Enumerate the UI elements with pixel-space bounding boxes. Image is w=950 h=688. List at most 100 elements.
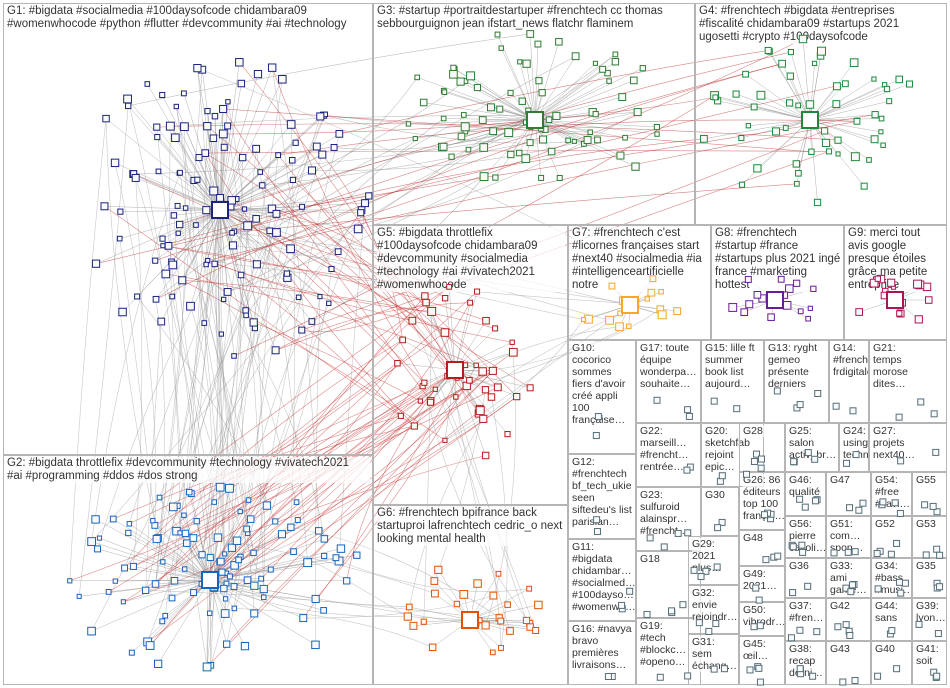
node-g1	[161, 269, 171, 279]
node-g6	[526, 585, 533, 592]
node-g3	[526, 30, 535, 38]
node-g14	[849, 407, 857, 415]
edge	[454, 369, 531, 389]
node-g1	[164, 242, 173, 250]
edge	[534, 41, 560, 121]
node-g5	[441, 295, 449, 302]
node-g3	[439, 142, 448, 151]
node-g5	[481, 451, 490, 460]
node-g23	[674, 529, 682, 537]
node-g2	[226, 573, 233, 580]
node-g7	[644, 296, 650, 302]
node-g3	[440, 115, 447, 122]
edge-bundle	[213, 190, 398, 364]
node-g10	[592, 432, 600, 440]
node-g3	[611, 58, 620, 66]
node-g33	[842, 584, 850, 592]
node-g50	[750, 623, 758, 631]
node-g2	[240, 641, 250, 651]
group-panel-g21: G21: temps morose dites…	[869, 340, 947, 423]
edge-bundle	[254, 133, 340, 586]
node-g1	[266, 227, 274, 235]
group-panel-g28: G28	[739, 423, 785, 472]
edge	[149, 579, 211, 646]
node-g1	[292, 139, 299, 146]
node-g4	[793, 180, 800, 187]
hub-node-g1	[211, 201, 229, 219]
group-panel-g9: G9: merci tout avis google presque étoil…	[844, 225, 947, 340]
edge	[745, 74, 811, 121]
group-panel-g16: G16: #navya bravo premières livraisons…	[568, 621, 636, 685]
node-g3	[535, 77, 543, 85]
node-g5	[442, 437, 448, 443]
node-g6	[473, 579, 482, 588]
node-g30	[718, 518, 726, 526]
node-g1	[202, 206, 211, 215]
edge	[159, 497, 211, 581]
node-g23	[684, 529, 692, 537]
node-g27	[932, 448, 940, 456]
node-g2	[150, 517, 156, 524]
group-label-g9: G9: merci tout avis google presque étoil…	[848, 227, 944, 292]
edge	[219, 108, 224, 211]
node-g33	[847, 588, 855, 596]
edge	[454, 369, 486, 456]
node-g19	[684, 672, 692, 680]
node-g2	[222, 551, 228, 557]
edge	[809, 78, 875, 121]
node-g39	[915, 620, 923, 628]
group-panel-g1: G1: #bigdata #socialmedia #100daysofcode…	[3, 3, 373, 455]
node-g8	[777, 275, 785, 283]
node-g1	[168, 260, 178, 270]
node-g53	[936, 551, 944, 559]
node-g1	[177, 169, 183, 176]
group-panel-g45: G45: œil…	[739, 636, 785, 685]
node-g3	[496, 105, 504, 113]
group-label-g5: G5: #bigdata throttlefix #100daysofcode …	[377, 227, 565, 292]
edge	[219, 148, 257, 211]
edge-bundle	[334, 132, 509, 151]
edge-bundle	[123, 396, 517, 603]
node-g4	[712, 94, 719, 101]
edge	[417, 77, 536, 121]
edge-bundle	[156, 123, 839, 141]
node-g12	[593, 528, 601, 536]
node-g54	[896, 509, 904, 517]
edge-bundle	[248, 329, 303, 501]
node-g2	[159, 618, 166, 625]
node-g1	[278, 75, 287, 84]
node-g2	[87, 626, 96, 636]
edge	[219, 209, 288, 274]
node-g3	[450, 64, 457, 71]
group-panel-g51: G51: com… spon…	[826, 516, 871, 558]
node-g3	[639, 65, 646, 72]
edge	[809, 83, 910, 121]
node-g5	[481, 386, 490, 394]
node-g2	[181, 566, 188, 572]
edge-bundle	[209, 148, 257, 614]
node-g1	[173, 103, 179, 110]
node-g8	[805, 315, 811, 322]
edge	[444, 298, 456, 371]
node-g2	[315, 527, 323, 535]
node-g3	[504, 128, 514, 138]
node-g6	[409, 621, 418, 630]
edge-bundle	[207, 111, 226, 614]
node-g3	[466, 71, 476, 81]
node-g46	[801, 503, 809, 511]
node-g52	[893, 539, 901, 547]
node-g4	[771, 127, 781, 136]
node-g5	[492, 325, 499, 332]
edge-bundle	[162, 245, 487, 321]
group-panel-g15: G15: lille ft summer book list aujourd…	[701, 340, 764, 423]
edge	[534, 112, 593, 121]
node-g1	[193, 222, 199, 228]
node-g6	[453, 600, 461, 608]
edge	[451, 119, 536, 157]
node-g2	[181, 529, 190, 538]
node-g49	[755, 596, 763, 604]
hub-node-g4	[801, 111, 819, 129]
node-g42	[842, 621, 850, 629]
edge	[157, 579, 211, 664]
node-g2	[262, 501, 272, 510]
